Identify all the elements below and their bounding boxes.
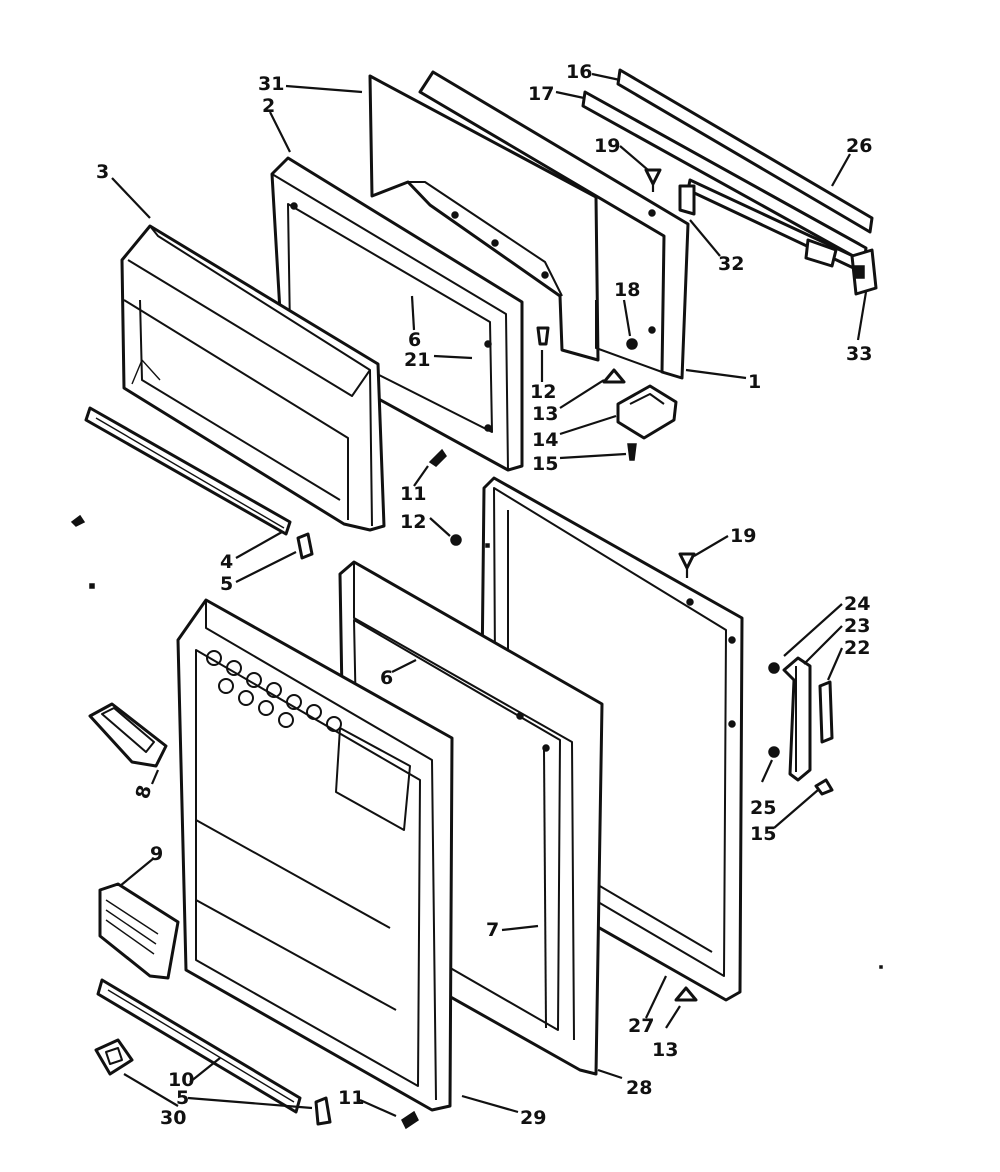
screw-15-lower: [814, 778, 834, 796]
callout-24: 24: [844, 593, 870, 615]
callout-6-upper: 6: [408, 329, 421, 351]
callout-8: 8: [132, 783, 157, 801]
callout-11-lower: 11: [338, 1087, 364, 1109]
dairy-cover-9: [98, 882, 180, 980]
callout-25: 25: [750, 797, 776, 819]
screw-11-lower: [401, 1110, 419, 1130]
callout-31: 31: [258, 73, 284, 95]
callout-32: 32: [718, 253, 744, 275]
callout-19-upper: 19: [594, 135, 620, 157]
freezer-handle-trim-16-17-26: [581, 68, 874, 274]
shelf-rail-10: [96, 978, 302, 1114]
freezer-door-liner-3: [120, 224, 386, 532]
screw-15-upper: [627, 443, 637, 461]
trim-clip-32: [678, 184, 696, 216]
spacer-25: [768, 746, 780, 758]
callout-6-lower: 6: [380, 667, 393, 689]
callout-13-lower: 13: [652, 1039, 678, 1061]
callout-11-upper: 11: [400, 483, 426, 505]
screw-19-lower: [678, 552, 696, 578]
callout-19-lower: 19: [730, 525, 756, 547]
freezer-door-panel-31: [368, 74, 600, 362]
callout-12-upper: 12: [530, 381, 556, 403]
bushing-18: [626, 338, 638, 350]
cap-13-upper: [602, 368, 626, 384]
callout-2: 2: [262, 95, 275, 117]
fresh-food-door-liner-29: [176, 598, 454, 1112]
leader-lines: [111, 72, 868, 1118]
rail-clip-5-upper: [296, 532, 314, 560]
callout-22: 22: [844, 637, 870, 659]
callout-labels: 31 2 3 16 17 26 19 32 33 18 1 6 21 12 13…: [96, 61, 872, 1129]
cap-13-lower: [674, 986, 698, 1002]
callout-13-upper: 13: [532, 403, 558, 425]
screw-11-upper: [428, 448, 447, 467]
callout-12-middle: 12: [400, 511, 426, 533]
callout-17: 17: [528, 83, 554, 105]
end-cap-33: [850, 248, 878, 296]
shelf-rail-4: [84, 406, 292, 536]
callout-27: 27: [628, 1015, 654, 1037]
callout-1: 1: [748, 371, 761, 393]
callout-15-lower: 15: [750, 823, 776, 845]
screw-12-middle: [450, 534, 462, 546]
callout-14: 14: [532, 429, 558, 451]
handle-cap-24: [768, 662, 780, 674]
callout-30: 30: [160, 1107, 186, 1129]
door-handle-23: [782, 656, 812, 782]
callout-5-lower: 5: [176, 1087, 189, 1109]
callout-7: 7: [486, 919, 499, 941]
hinge-14: [616, 384, 678, 440]
screw-12-upper: [536, 326, 550, 346]
egg-tray-cups: [206, 650, 342, 732]
callout-18: 18: [614, 279, 640, 301]
rail-clip-5-lower: [314, 1096, 332, 1126]
callout-16: 16: [566, 61, 592, 83]
callout-29: 29: [520, 1107, 546, 1129]
screw-19-upper: [644, 168, 662, 192]
callout-23: 23: [844, 615, 870, 637]
callout-33: 33: [846, 343, 872, 365]
callout-5-upper: 5: [220, 573, 233, 595]
callout-3: 3: [96, 161, 109, 183]
callout-4: 4: [220, 551, 233, 573]
handle-insert-22: [818, 680, 834, 744]
callout-9: 9: [150, 843, 163, 865]
callout-10: 10: [168, 1069, 194, 1091]
callout-26: 26: [846, 135, 872, 157]
freezer-outer-door-1: [418, 70, 690, 380]
bracket-30: [94, 1038, 134, 1076]
callout-28: 28: [626, 1077, 652, 1099]
callout-15-upper: 15: [532, 453, 558, 475]
callout-21: 21: [404, 349, 430, 371]
butter-dish-8: [88, 702, 168, 768]
scan-specks: [70, 514, 883, 969]
